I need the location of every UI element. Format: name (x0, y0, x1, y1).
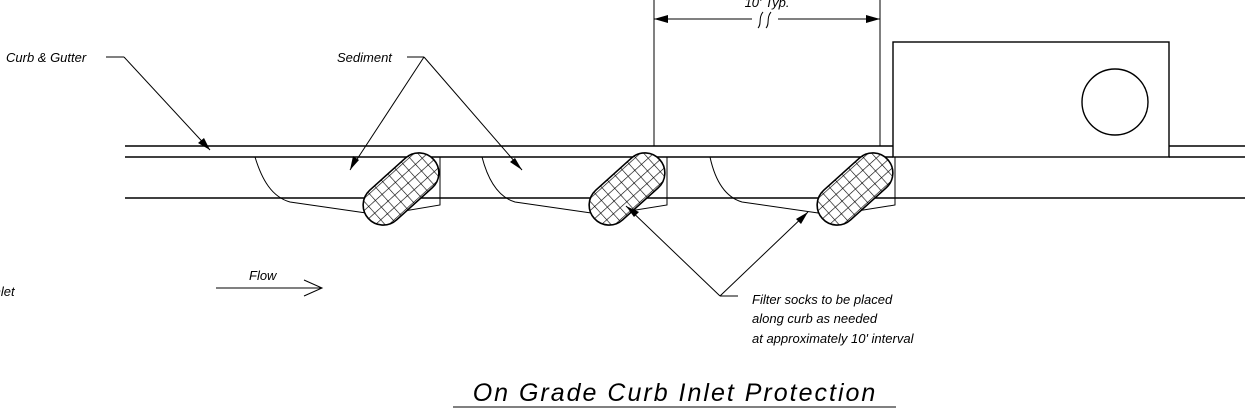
flow-indicator: Flow (216, 268, 324, 297)
filter-sock-2 (588, 152, 666, 226)
title-text: On Grade Curb Inlet Protection (473, 379, 878, 407)
dimension-label: 10' Typ. (745, 0, 790, 10)
inlet-label: Inlet (0, 284, 16, 299)
curb-gutter-callout: Curb & Gutter (6, 50, 211, 151)
drawing-title: On Grade Curb Inlet Protection (453, 379, 896, 408)
filter-sock-callout: Filter socks to be placed along curb as … (625, 205, 915, 346)
filter-note-line-1: Filter socks to be placed (752, 292, 893, 307)
filter-note-line-3: at approximately 10' interval (752, 331, 915, 346)
sediment-deposit-1 (254, 156, 441, 216)
sediment-callout: Sediment (337, 50, 523, 171)
filter-socks (362, 152, 894, 226)
flow-label: Flow (249, 268, 278, 283)
curb-gutter-label: Curb & Gutter (6, 50, 87, 65)
sediment-label: Sediment (337, 50, 393, 65)
sediment-deposits (254, 156, 896, 216)
sediment-deposit-2 (481, 156, 668, 216)
sediment-deposit-3 (709, 156, 896, 216)
filter-sock-3 (816, 152, 894, 226)
curb-gutter-lines (125, 145, 1245, 199)
curb-inlet-box (892, 41, 1170, 158)
filter-note-line-2: along curb as needed (752, 311, 878, 326)
filter-sock-1 (362, 152, 440, 226)
inlet-grate-circle (1081, 68, 1149, 136)
dimension-marker: 10' Typ. (653, 0, 881, 146)
